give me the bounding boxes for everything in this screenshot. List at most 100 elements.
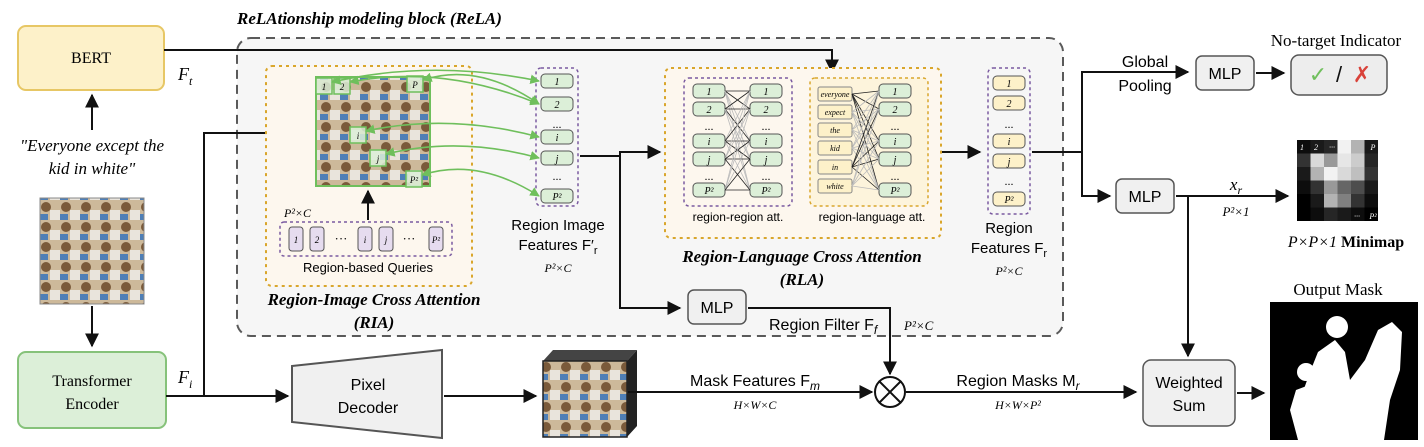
image-patch-label: P — [411, 80, 418, 90]
rr-label: region-region att. — [693, 210, 784, 224]
rf-token-label: 1 — [1007, 79, 1012, 90]
minimap-cell — [1297, 153, 1311, 167]
output-mask-title: Output Mask — [1293, 280, 1383, 299]
minimap-cell — [1324, 167, 1338, 181]
ria-queries-label: Region-based Queries — [303, 260, 434, 275]
cross-icon: ✗ — [1353, 62, 1371, 87]
no-target-box — [1290, 54, 1388, 96]
rf-token-label: 2 — [1007, 99, 1012, 110]
rl-region-token-label: 1 — [893, 87, 898, 98]
rr-right-token-label: 2 — [764, 105, 769, 116]
mask-features-dim: H×W×C — [733, 398, 778, 412]
rif-ellipsis: ... — [553, 169, 562, 183]
rf-token-label: P² — [1003, 195, 1014, 206]
image-patch-label: P² — [409, 175, 418, 185]
minimap-cell — [1337, 180, 1351, 194]
minimap-cell — [1337, 167, 1351, 181]
region-masks-label: Region Masks Mr — [956, 373, 1080, 393]
minimap-cell — [1297, 180, 1311, 194]
rr-left-token-label: 2 — [707, 105, 712, 116]
xr-label: xr — [1229, 175, 1243, 197]
minimap-cell — [1364, 167, 1378, 181]
minimap-cell — [1324, 153, 1338, 167]
rr-right-token-label: i — [765, 137, 768, 148]
weighted-sum-line1: Weighted — [1155, 375, 1222, 392]
rif-token-label: 2 — [555, 100, 560, 111]
query-container — [279, 221, 453, 257]
check-icon: ✓ — [1309, 62, 1327, 87]
region-filter-dim: P²×C — [903, 318, 934, 333]
minimap-corner-label: 2 — [1314, 143, 1318, 152]
global-pooling-line1: Global — [1122, 54, 1168, 71]
mask-features-cube — [542, 360, 628, 438]
query-token-label: 1 — [294, 235, 299, 245]
rf-token-label: j — [1006, 157, 1011, 168]
pixel-decoder — [291, 348, 443, 440]
rr-group — [683, 77, 793, 207]
rf-token — [992, 133, 1026, 149]
word-token-label: expect — [825, 108, 846, 117]
attention-arrow — [422, 72, 540, 105]
query-token-label: 2 — [315, 235, 320, 245]
rf-token-label: i — [1008, 137, 1011, 148]
rr-right-token-label: j — [763, 155, 768, 166]
rla-title-line2: (RLA) — [780, 270, 824, 289]
query-token-label: i — [364, 235, 367, 245]
word-token-label: the — [830, 126, 840, 135]
word-token-label: everyone — [821, 90, 850, 99]
rif-token-label: 1 — [555, 77, 560, 88]
minimap-cell — [1364, 180, 1378, 194]
bert-box — [17, 25, 165, 91]
rl-region-token-label: 2 — [893, 105, 898, 116]
rl-region-ellipsis: ... — [891, 169, 900, 183]
rif-token — [540, 188, 574, 204]
minimap-cell — [1310, 153, 1324, 167]
rl-label: region-language att. — [819, 210, 926, 224]
weighted-sum-box — [1142, 359, 1236, 427]
rif-token — [540, 150, 574, 166]
input-image — [39, 197, 145, 305]
rif-line2: Features F′r — [518, 237, 597, 257]
word-token-label: kid — [830, 144, 841, 153]
query-token-label: P² — [431, 235, 440, 245]
minimap-cell — [1351, 180, 1365, 194]
minimap-cell — [1324, 207, 1338, 221]
minimap-cell — [1337, 153, 1351, 167]
attention-arrow — [421, 167, 540, 197]
minimap-cell — [1297, 167, 1311, 181]
rf-dim: P²×C — [994, 264, 1023, 278]
minimap-cell — [1351, 167, 1365, 181]
minimap-cell — [1310, 140, 1324, 154]
rif-token — [540, 96, 574, 112]
encoder-line1: Transformer — [52, 373, 132, 390]
rr-left-ellipsis: ... — [705, 169, 714, 183]
rf-ellipsis: ... — [1005, 174, 1014, 188]
rla-title-line1: Region-Language Cross Attention — [681, 247, 921, 266]
expression-line1: "Everyone except the — [20, 136, 164, 155]
rf-token — [992, 95, 1026, 111]
weighted-sum-line2: Sum — [1173, 398, 1206, 415]
rr-left-token-label: j — [706, 155, 711, 166]
attention-arrow — [385, 145, 540, 161]
rif-token-label: j — [554, 154, 559, 165]
minimap-corner-label: P — [1370, 143, 1376, 152]
minimap-corner-label: ··· — [1329, 143, 1335, 152]
rl-region-token-label: j — [892, 155, 897, 166]
region-filter-label: Region Filter Ff — [769, 317, 879, 337]
minimap-cell — [1310, 207, 1324, 221]
minimap-caption: P×P×1 Minimap — [1287, 234, 1404, 251]
image-patch-label: j — [376, 154, 380, 164]
minimap-cell — [1324, 140, 1338, 154]
minimap-cell — [1297, 194, 1311, 208]
rr-left-token-label: 1 — [707, 87, 712, 98]
ria-title-line2: (RIA) — [354, 313, 395, 332]
bert-features-label: Ft — [177, 64, 193, 88]
rf-ellipsis: ... — [1005, 117, 1014, 131]
minimap-corner-label: 1 — [1300, 143, 1304, 152]
query-token — [309, 226, 325, 252]
rr-left-token-label: i — [708, 137, 711, 148]
image-patch-label: 1 — [322, 82, 327, 92]
minimap-cell — [1364, 194, 1378, 208]
